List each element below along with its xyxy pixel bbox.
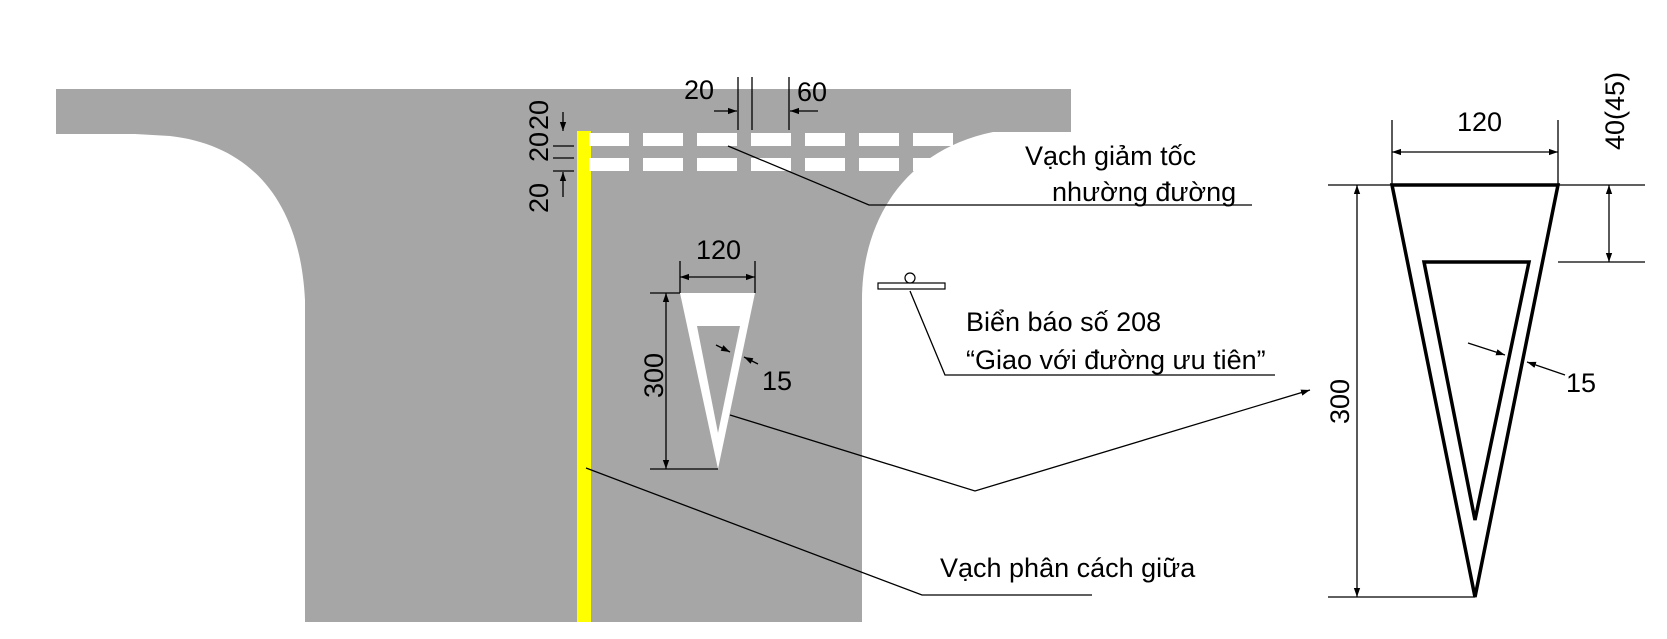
triangle-detail-leader bbox=[729, 389, 1311, 492]
triangle-detail bbox=[1389, 183, 1561, 598]
dim-dash-height: 20 bbox=[524, 132, 554, 162]
road-surface bbox=[56, 89, 1071, 622]
dim-offset-bottom: 20 bbox=[524, 183, 554, 213]
dim-detail-border: 15 bbox=[1566, 368, 1596, 398]
yield-label-line-2: nhường đường bbox=[1052, 177, 1236, 207]
sign-208-symbol bbox=[877, 272, 946, 290]
dim-offset-top: 20 bbox=[524, 100, 554, 130]
dim-detail-setback: 40(45) bbox=[1600, 72, 1630, 150]
dim-triangle-border: 15 bbox=[762, 366, 792, 396]
sign-label-line-1: Biển báo số 208 bbox=[966, 307, 1161, 337]
center-divider-line bbox=[577, 131, 591, 622]
detail-dimensions: 120 300 40(45) 15 bbox=[1325, 72, 1645, 598]
dash-offset-dimensions: 20 20 20 bbox=[524, 100, 574, 213]
dim-triangle-width: 120 bbox=[696, 235, 741, 265]
sign-label-line-2: “Giao với đường ưu tiên” bbox=[966, 345, 1266, 375]
dim-dash-gap: 20 bbox=[684, 75, 714, 105]
yield-label-line-1: Vạch giảm tốc bbox=[1025, 141, 1196, 171]
sign-label-leader bbox=[909, 290, 1275, 376]
give-way-triangle bbox=[680, 293, 755, 469]
center-line-label: Vạch phân cách giữa bbox=[940, 553, 1196, 583]
yield-label-leader bbox=[727, 145, 1252, 206]
dim-dash-length: 60 bbox=[797, 77, 827, 107]
center-line-leader bbox=[585, 467, 1092, 596]
dim-triangle-height: 300 bbox=[639, 353, 669, 398]
dim-detail-width: 120 bbox=[1457, 107, 1502, 137]
dash-length-dimensions: 20 60 bbox=[684, 75, 827, 130]
yield-dash-line bbox=[589, 133, 953, 171]
triangle-dimensions: 120 300 15 bbox=[639, 235, 792, 470]
dim-detail-height: 300 bbox=[1325, 379, 1355, 424]
